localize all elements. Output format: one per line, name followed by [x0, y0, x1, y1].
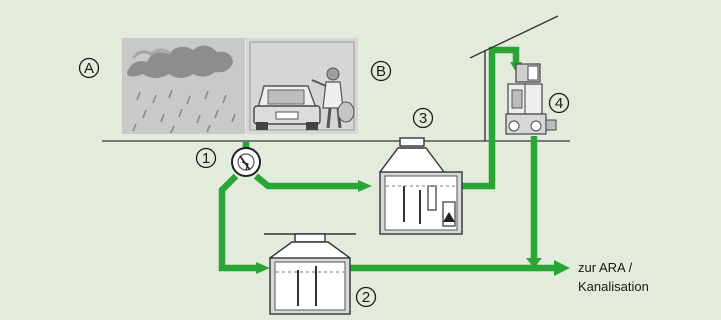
person-icon	[311, 67, 355, 129]
pipe-3-to-4	[460, 46, 520, 190]
label-b: B	[370, 60, 392, 82]
tank-3	[379, 137, 463, 235]
label-4-text: 4	[555, 95, 563, 112]
label-4: 4	[548, 92, 570, 114]
pipe-1-to-3	[253, 173, 360, 190]
label-2-text: 2	[362, 289, 370, 306]
arrow-into-2-icon	[256, 262, 270, 274]
arrow-into-3-icon	[358, 180, 372, 192]
label-2: 2	[355, 286, 377, 308]
raindrops-icon	[132, 89, 236, 134]
arrow-to-ara-icon	[554, 260, 570, 276]
destination-line-2: Kanalisation	[578, 279, 649, 294]
tank-2	[264, 233, 356, 315]
flow-pipes	[218, 46, 556, 272]
pump-icon	[443, 212, 455, 222]
treatment-unit-icon	[505, 63, 557, 135]
label-1-text: 1	[202, 150, 210, 167]
label-3-text: 3	[419, 110, 427, 127]
building-4	[469, 15, 559, 141]
car-icon	[253, 85, 321, 130]
label-1: 1	[195, 147, 217, 169]
label-3: 3	[412, 107, 434, 129]
cloud-highlight	[131, 48, 172, 59]
separator-1	[231, 147, 261, 177]
arrow-down-sewer-icon	[526, 258, 542, 268]
carwash-panel	[246, 38, 358, 134]
destination-line-1: zur ARA /	[578, 260, 633, 275]
label-a: A	[78, 57, 100, 79]
rain-panel	[122, 38, 245, 134]
label-a-text: A	[84, 60, 94, 77]
cloud-icon	[127, 45, 233, 78]
pipe-1-to-2	[218, 173, 258, 272]
label-b-text: B	[376, 63, 386, 80]
